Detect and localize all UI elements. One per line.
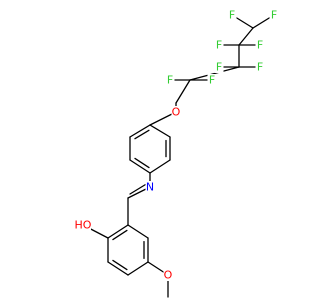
f-atom-label: F xyxy=(216,39,222,52)
bond-c1-c2 xyxy=(238,27,254,46)
methoxy-oxygen-label: O xyxy=(164,269,173,282)
f-atom-label: F xyxy=(167,74,173,87)
f-atom-label-background xyxy=(269,9,279,21)
methoxy-oxygen-label-background xyxy=(163,269,173,281)
f-atom-label-background xyxy=(255,39,265,51)
imine-nitrogen-label: N xyxy=(146,181,154,194)
ring2-bond xyxy=(107,261,129,276)
bond-c4-c5 xyxy=(175,79,191,104)
ether-oxygen-label-background xyxy=(171,106,181,118)
ring2-inner-bond xyxy=(112,259,128,271)
f-atom-label-background xyxy=(214,39,224,51)
ring1-bond xyxy=(129,124,151,138)
hydroxyl-label: HO xyxy=(75,219,92,232)
ring1-inner-bond xyxy=(134,157,150,169)
ring2-inner-bond xyxy=(112,229,128,241)
ring2-bond xyxy=(127,261,149,276)
f-atom-label-background xyxy=(227,9,237,21)
f-atom-label: F xyxy=(229,9,235,22)
f-atom-label-background xyxy=(214,61,224,73)
ring1-bond xyxy=(149,159,171,174)
f-atom-label: F xyxy=(257,39,263,52)
f-atom-label: F xyxy=(257,61,263,74)
f-atom-label-background xyxy=(165,74,175,86)
bond-lines xyxy=(82,14,275,298)
bond-c3-c4 xyxy=(189,66,240,81)
ring1-inner-bond xyxy=(134,129,150,140)
imine-double-bond xyxy=(129,182,149,195)
hydroxyl-label-background xyxy=(75,219,91,231)
ether-oxygen-label: O xyxy=(172,106,181,119)
f-atom-label: F xyxy=(271,9,277,22)
ring2-bond xyxy=(127,224,149,239)
f-atom-label-background xyxy=(207,74,217,86)
ring1-bond xyxy=(129,159,151,174)
f-atom-label: F xyxy=(209,74,215,87)
f-atom-label-background xyxy=(255,61,265,73)
ring2-bond xyxy=(107,224,129,239)
f-atom-label: F xyxy=(216,61,222,74)
imine-nitrogen-label-background xyxy=(145,181,155,193)
ring1-bond xyxy=(149,124,171,138)
